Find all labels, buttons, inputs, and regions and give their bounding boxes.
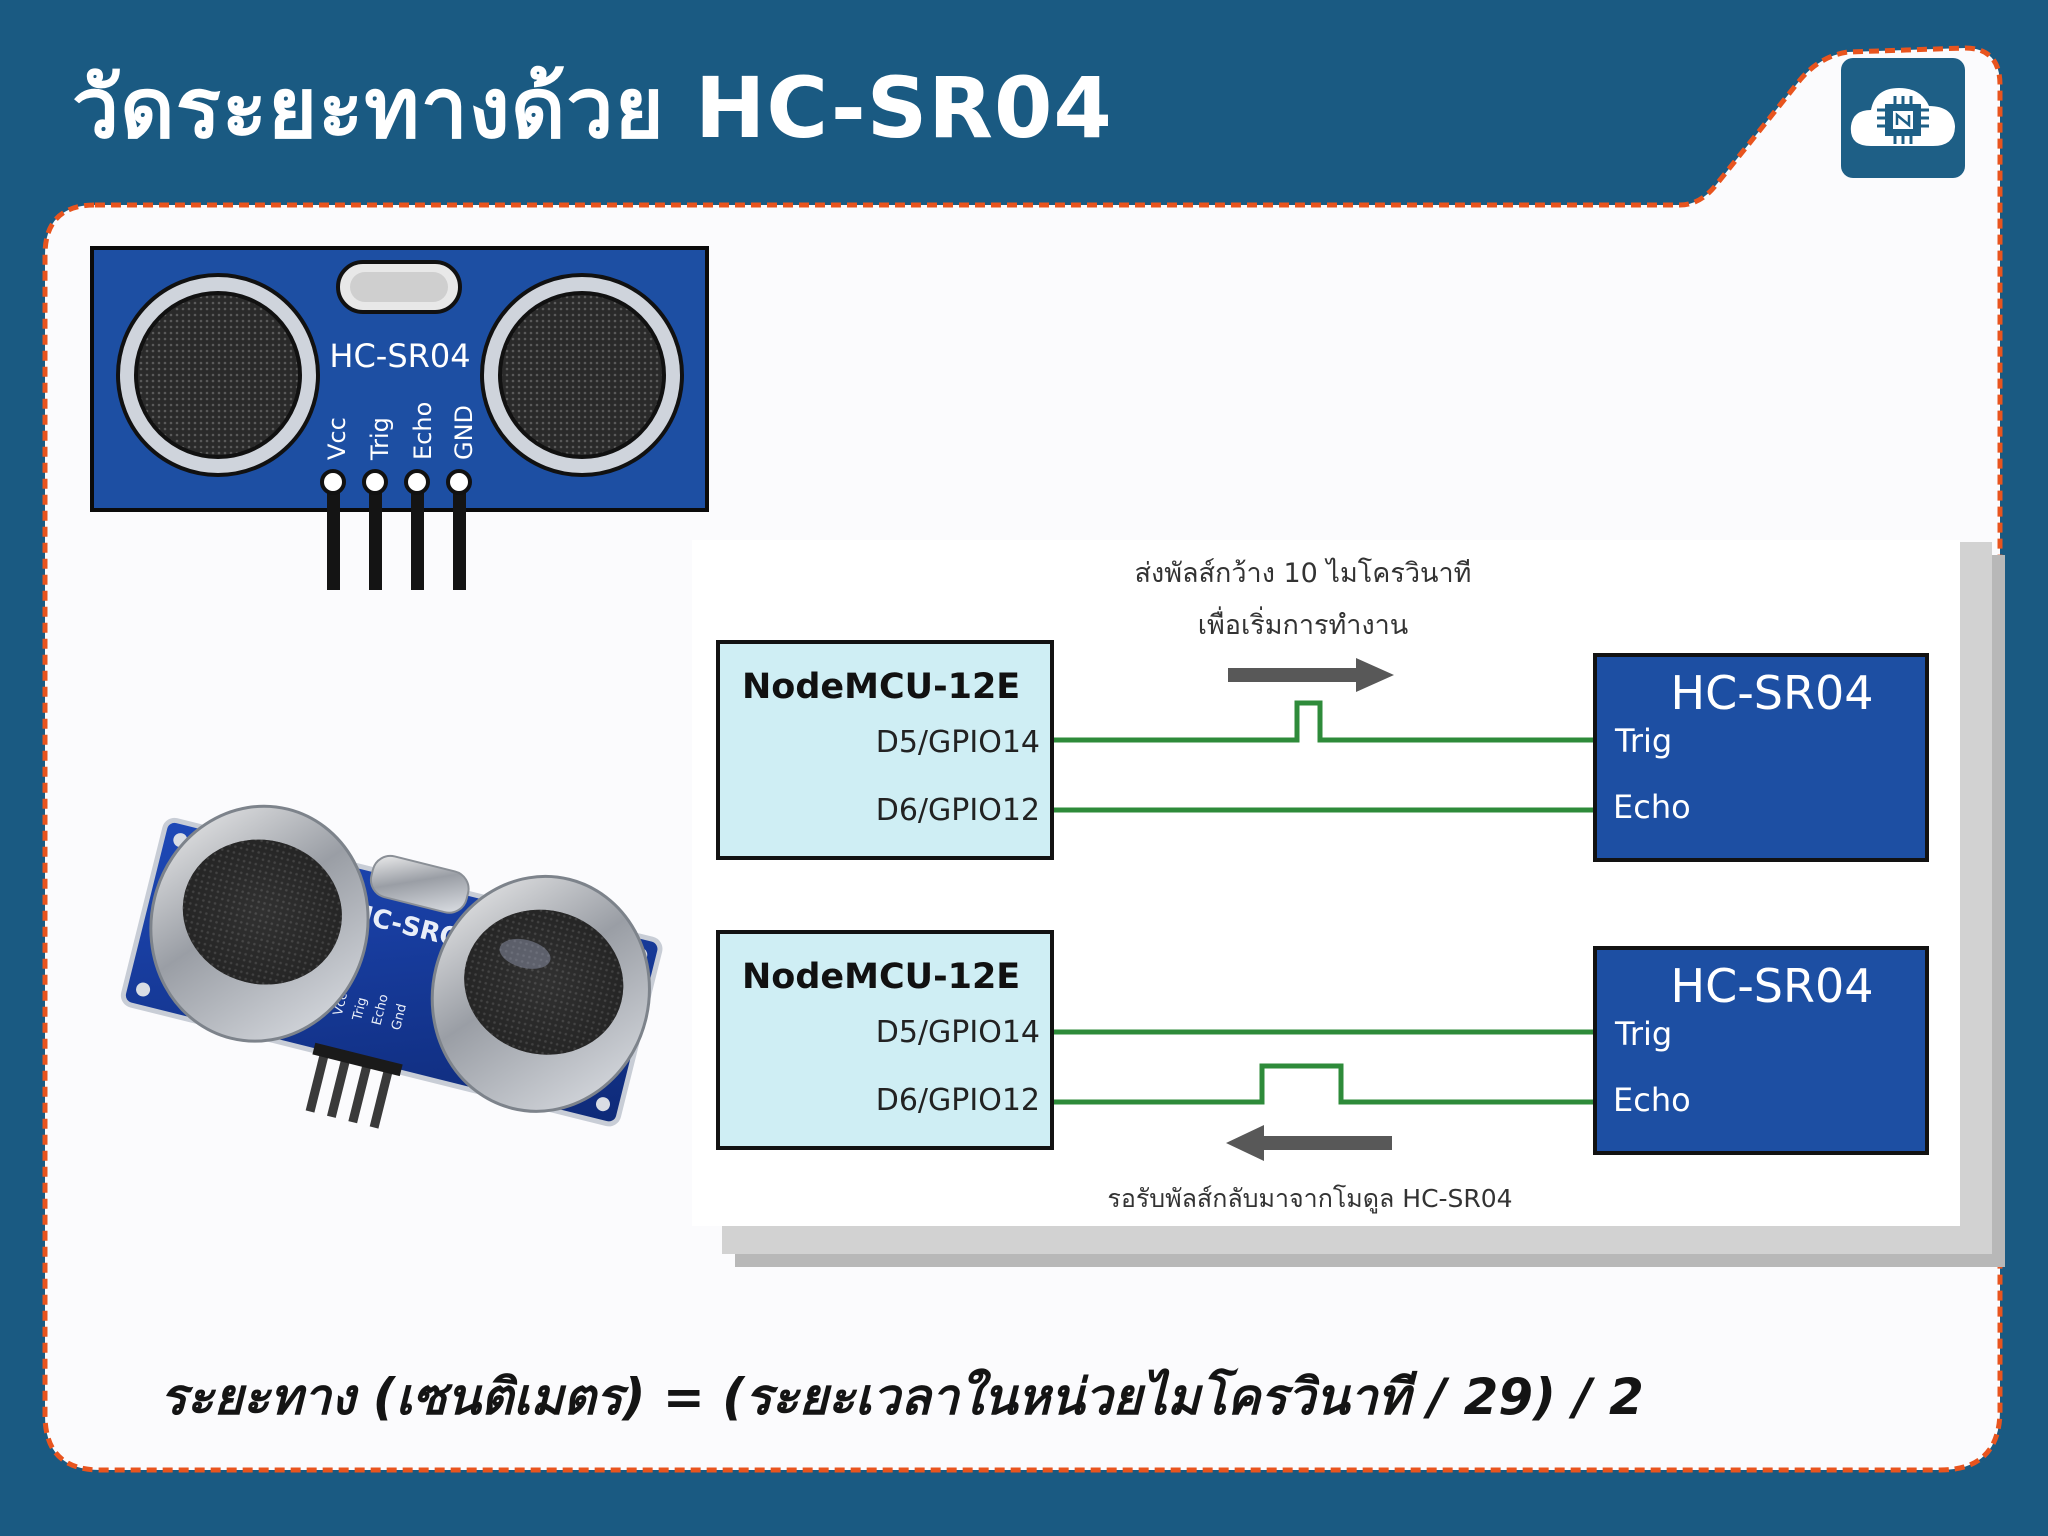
bottom-mcu-title: NodeMCU-12E bbox=[742, 957, 1020, 997]
pin-label-vcc: Vcc bbox=[323, 417, 351, 460]
sensor-photo: HC-SRO Vcc Trig Echo Gnd bbox=[120, 804, 663, 1129]
bottom-mcu-pin1: D5/GPIO14 bbox=[876, 1015, 1040, 1050]
top-sensor-box bbox=[1593, 653, 1929, 862]
top-caption-line1: ส่งพัลส์กว้าง 10 ไมโครวินาที bbox=[1135, 557, 1472, 589]
bottom-mcu-box bbox=[716, 930, 1054, 1150]
board-pin-labels: Vcc Trig Echo GND bbox=[323, 402, 478, 461]
board-label: HC-SR04 bbox=[329, 337, 470, 375]
board-pins bbox=[320, 469, 472, 590]
sensor-board-drawing: HC-SR04 Vcc Trig Echo GND bbox=[90, 246, 709, 590]
svg-text:Gnd: Gnd bbox=[389, 1002, 410, 1031]
timing-diagram: ส่งพัลส์กว้าง 10 ไมโครวินาที เพื่อเริ่มก… bbox=[692, 540, 2005, 1267]
svg-text:Trig: Trig bbox=[350, 996, 370, 1023]
bottom-sensor-box bbox=[1593, 946, 1929, 1155]
bottom-caption: รอรับพัลส์กลับมาจากโมดูล HC-SR04 bbox=[1107, 1184, 1512, 1214]
bottom-sensor-pin2: Echo bbox=[1613, 1081, 1691, 1119]
top-sensor-pin1: Trig bbox=[1614, 722, 1672, 760]
top-mcu-pin1: D5/GPIO14 bbox=[876, 725, 1040, 760]
arrow-left-icon bbox=[1226, 1125, 1392, 1161]
diagram-top: ส่งพัลส์กว้าง 10 ไมโครวินาที เพื่อเริ่มก… bbox=[716, 557, 1929, 862]
top-mcu-box bbox=[716, 640, 1054, 860]
pin-label-echo: Echo bbox=[409, 402, 437, 460]
photo-pin-labels: Vcc Trig Echo Gnd bbox=[331, 991, 410, 1032]
photo-pins bbox=[305, 1042, 403, 1129]
top-sensor-pin2: Echo bbox=[1613, 788, 1691, 826]
arrow-right-icon bbox=[1228, 658, 1394, 692]
top-caption-line2: เพื่อเริ่มการทำงาน bbox=[1198, 606, 1409, 641]
bottom-mcu-pin2: D6/GPIO12 bbox=[876, 1083, 1040, 1118]
top-sensor-title: HC-SR04 bbox=[1670, 666, 1873, 720]
top-mcu-title: NodeMCU-12E bbox=[742, 667, 1020, 707]
pin-label-trig: Trig bbox=[366, 417, 394, 461]
pin-label-gnd: GND bbox=[450, 405, 478, 460]
distance-formula: ระยะทาง (เซนติเมตร) = (ระยะเวลาในหน่วยไม… bbox=[160, 1368, 1644, 1426]
trig-pulse-line bbox=[1054, 700, 1595, 743]
bottom-sensor-title: HC-SR04 bbox=[1670, 959, 1873, 1013]
top-mcu-pin2: D6/GPIO12 bbox=[876, 793, 1040, 828]
slide-title: วัดระยะทางด้วย HC-SR04 bbox=[72, 59, 1113, 157]
chip-cloud-logo-icon bbox=[1841, 58, 1965, 178]
svg-text:Echo: Echo bbox=[370, 993, 392, 1027]
bottom-sensor-pin1: Trig bbox=[1614, 1015, 1672, 1053]
diagram-bottom: NodeMCU-12E D5/GPIO14 D6/GPIO12 HC-SR04 … bbox=[716, 930, 1929, 1214]
echo-pulse-line bbox=[1054, 1063, 1595, 1105]
